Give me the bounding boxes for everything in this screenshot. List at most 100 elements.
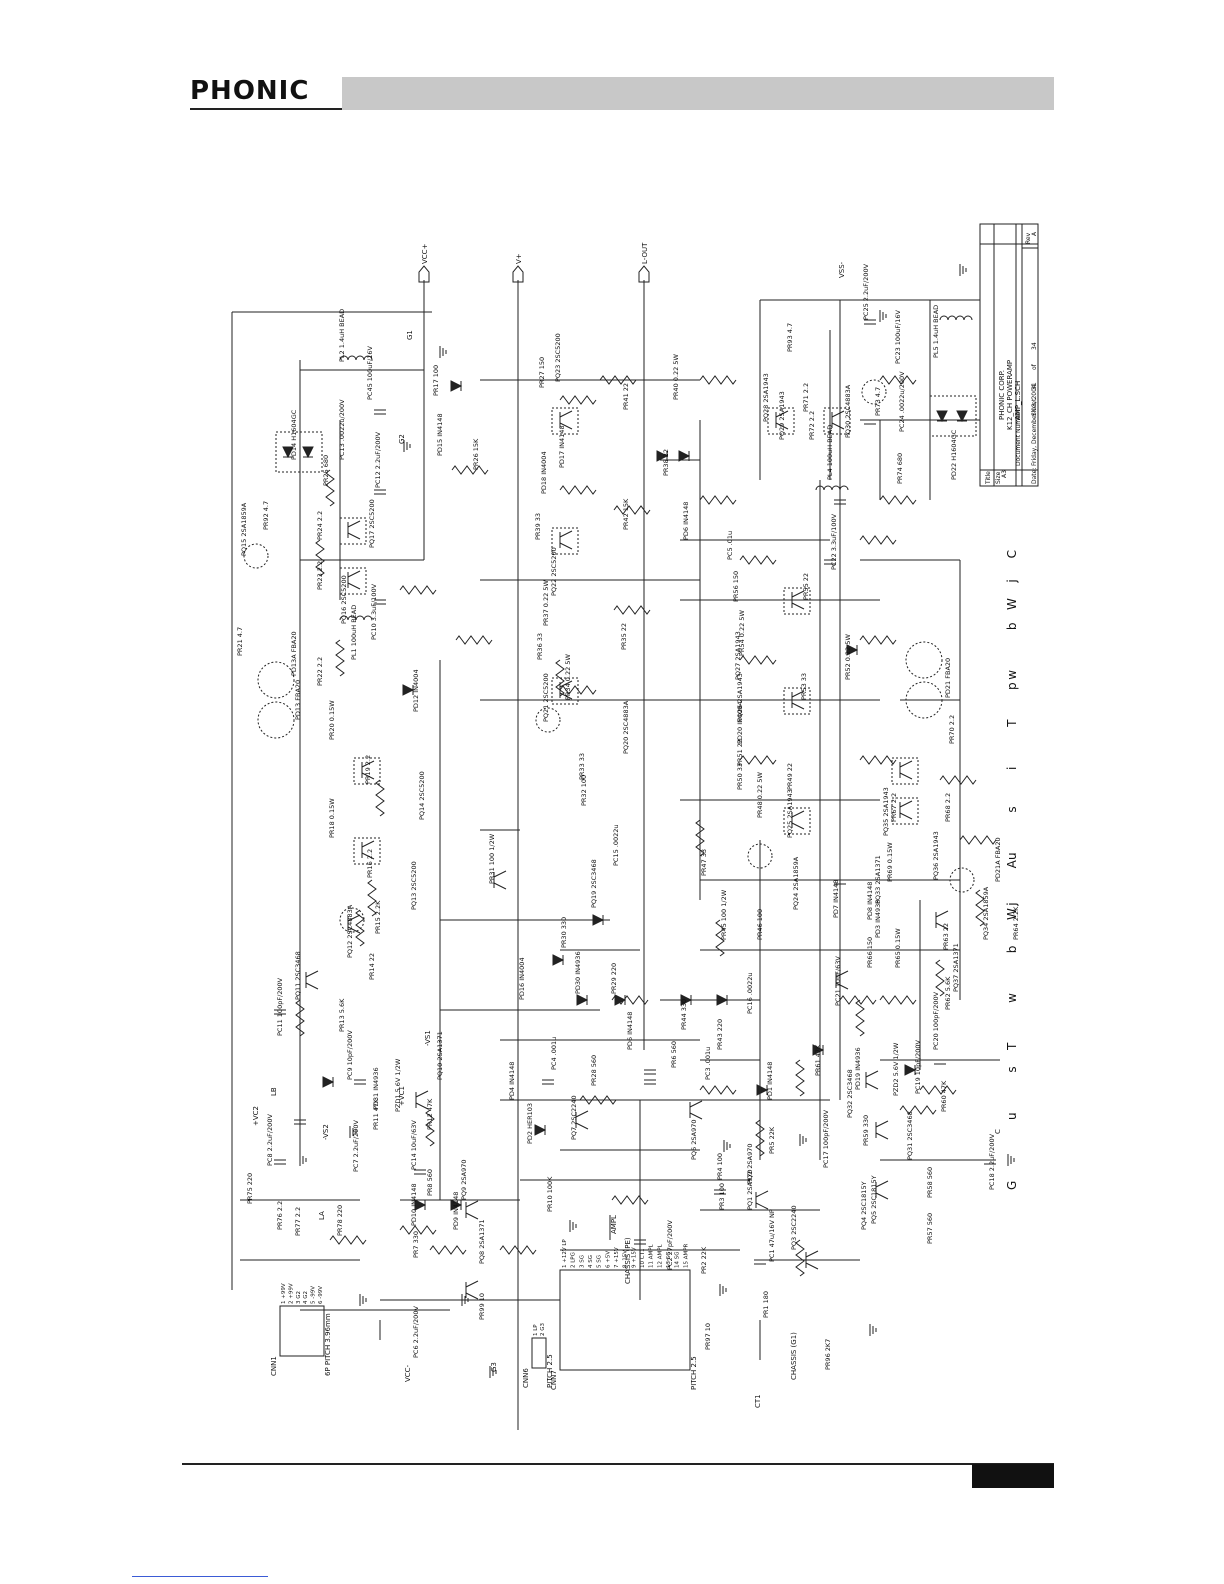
title-block-date-label: Date: [1031, 468, 1038, 484]
component-label: PR92 4.7 [262, 501, 270, 530]
component-label: PR61 47K [814, 1044, 822, 1076]
component-label: PR20 0.15W [328, 700, 336, 740]
component-label: PQ25 2SA1943 [786, 789, 794, 838]
component-label: PZD2 5.6V 1/2W [892, 1042, 900, 1096]
component-label: PR58 560 [926, 1167, 934, 1198]
component-label: PL4 100uH BEAD [826, 425, 834, 480]
component-label: PR8 560 [426, 1169, 434, 1196]
component-label: PD18 IN4004 [540, 451, 548, 494]
component-label: PR29 220 [610, 963, 618, 994]
component-label: PC23 100uF/16V [894, 309, 902, 364]
component-label: PQ11 2SC3468 [294, 951, 302, 1000]
net-label: C [994, 1129, 1002, 1134]
component-label: PC6 2.2uF/200V [412, 1306, 420, 1358]
net-label: VSS- [838, 261, 846, 278]
component-label: PQ35 2SA1943 [882, 787, 890, 836]
net-label: LA [318, 1211, 326, 1220]
component-label: PC16 .0022u [746, 972, 754, 1014]
component-label: PR11 47K [372, 1098, 380, 1130]
component-label: PR16 2.2 [366, 849, 374, 878]
component-label: PR51 22 [736, 739, 744, 766]
connector-pin: 8 -15V [623, 1250, 629, 1268]
connector-pin: 2 LPG [571, 1252, 577, 1268]
component-label: PR66 150 [866, 937, 874, 968]
component-label: PR69 0.15W [886, 842, 894, 882]
component-label: PQ15 2SA1859A [240, 502, 248, 556]
title-block-company: PHONIC CORP. [998, 370, 1006, 420]
component-label: PR39 33 [534, 513, 542, 540]
component-label: PD7 IN4148 [832, 880, 840, 918]
component-label: PL1 100uH BEAD [350, 605, 358, 660]
footer-link[interactable] [132, 1576, 268, 1577]
net-label: G3 [490, 1362, 498, 1372]
watermark-text: u s [1005, 1048, 1019, 1120]
component-label: PD9 IN4148 [452, 1192, 460, 1230]
component-label: PQ31 2SC3468 [906, 1111, 914, 1160]
component-label: PD19 IN4936 [854, 1047, 862, 1090]
component-label: PR42 15K [622, 498, 630, 530]
component-label: PR15 2.2K [374, 900, 382, 934]
connector-cnn7 [559, 1269, 691, 1371]
component-label: PC15 .0022u [612, 824, 620, 866]
component-label: PQ9 2SA970 [460, 1160, 468, 1200]
component-label: PQ8 2SA1371 [478, 1219, 486, 1264]
component-label: PC25 2.2uF/200V [862, 263, 870, 320]
component-label: PR67 2.2 [890, 793, 898, 822]
component-label: PD1 IN4148 [766, 1062, 774, 1100]
component-label: PD10 IN4148 [410, 1183, 418, 1226]
net-label: +VC2 [252, 1106, 260, 1126]
component-label: PQ2 2SA970 [746, 1144, 754, 1184]
component-label: PC12 2.2uF/200V [374, 431, 382, 488]
title-block-doc: AMP_L.SCH [1014, 381, 1022, 420]
connector-pin: 5 SG [597, 1255, 603, 1268]
connector-pin: 13 SG [666, 1252, 672, 1269]
component-label: PQ7 2SC2240 [570, 1095, 578, 1140]
component-label: PR74 680 [896, 453, 904, 484]
component-label: PD31 IN4936 [372, 1067, 380, 1110]
component-label: PR1 180 [762, 1291, 770, 1318]
connector-pin: 2 G3 [540, 1322, 546, 1336]
component-label: PR65 0.15W [894, 928, 902, 968]
component-label: PR71 2.2 [802, 383, 810, 412]
component-label: PD6 IN4148 [682, 502, 690, 540]
component-label: PD21 FBA20 [944, 658, 952, 698]
component-label: PD17 IN4148 [558, 425, 566, 468]
component-label: PQ5 2SC1815Y [870, 1175, 878, 1224]
component-label: PC22 3.3uF/100V [830, 513, 838, 570]
component-label: PC5 .01u [726, 531, 734, 560]
component-label: PD13 FBA20 [294, 680, 302, 720]
component-label: PC13 .0022u/200V [338, 399, 346, 460]
component-label: PD13A FBA20 [290, 631, 298, 676]
component-label: PR59 330 [862, 1115, 870, 1146]
component-label: PC18 2.2uF/200V [988, 1133, 996, 1190]
connector-pin: 11 AMPL [649, 1243, 655, 1268]
component-label: PR47 33 [700, 849, 708, 876]
header-bar [342, 77, 1054, 110]
component-label: PD8 IN4148 [866, 882, 874, 920]
component-label: PR33 33 [578, 753, 586, 780]
component-label: PC17 100pF/200V [822, 1109, 830, 1168]
component-label: PC8 2.2uF/200V [266, 1114, 274, 1166]
connector-cnn1 [279, 1305, 325, 1357]
connector-pin: 3 SG [579, 1255, 585, 1268]
component-label: PR63 22 [942, 923, 950, 950]
title-block-rev-label: Rev [1025, 232, 1032, 244]
component-label: PR23 2.2 [316, 561, 324, 590]
component-label: PD30 IN4936 [574, 951, 582, 994]
watermark-text: p [1005, 664, 1019, 690]
component-label: PR4 100 [716, 1153, 724, 1180]
net-label: CHASSIS (PE) [624, 1237, 632, 1284]
component-label: PD16 IN4004 [518, 957, 526, 1000]
rail-label: V+ [515, 253, 523, 264]
component-label: PQ6 2SA970 [690, 1120, 698, 1160]
watermark-text: T w b j [1005, 884, 1019, 1051]
component-label: PQ30 2SC4883A [844, 384, 852, 438]
component-label: PR12 47K [426, 1098, 434, 1130]
component-label: PR27 150 [538, 357, 546, 388]
title-block-sheet-label: Sheet [1031, 398, 1038, 416]
connector-pitch: PITCH 2.5 [546, 1354, 554, 1388]
component-label: PR7 330 [412, 1231, 420, 1258]
component-label: PR17 100 [432, 365, 440, 396]
component-label: PC10 3.3uF/100V [370, 583, 378, 640]
component-label: PR52 0.22 5W [844, 634, 852, 680]
